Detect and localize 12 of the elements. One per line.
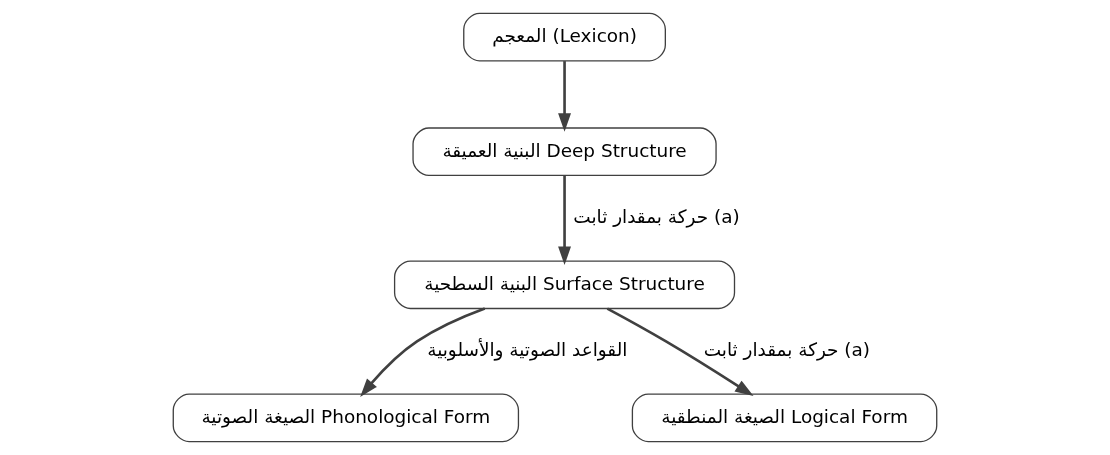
node-box: الصيغة المنطقية Logical Form <box>631 393 938 443</box>
node-box: البنية العميقة Deep Structure <box>412 127 717 177</box>
node-box: البنية السطحية Surface Structure <box>393 260 736 310</box>
edge-label: حركة بمقدار ثابت (a) <box>703 339 871 361</box>
node-box: المعجم (Lexicon) <box>463 12 666 62</box>
edge-label: حركة بمقدار ثابت (a) <box>573 206 740 228</box>
arrow <box>360 307 486 397</box>
arrow <box>558 175 571 265</box>
edge-label: القواعد الصوتية والأسلوبية <box>427 339 628 361</box>
arrow <box>606 307 754 397</box>
node-box: الصيغة الصوتية Phonological Form <box>172 393 520 443</box>
arrow <box>558 61 571 132</box>
